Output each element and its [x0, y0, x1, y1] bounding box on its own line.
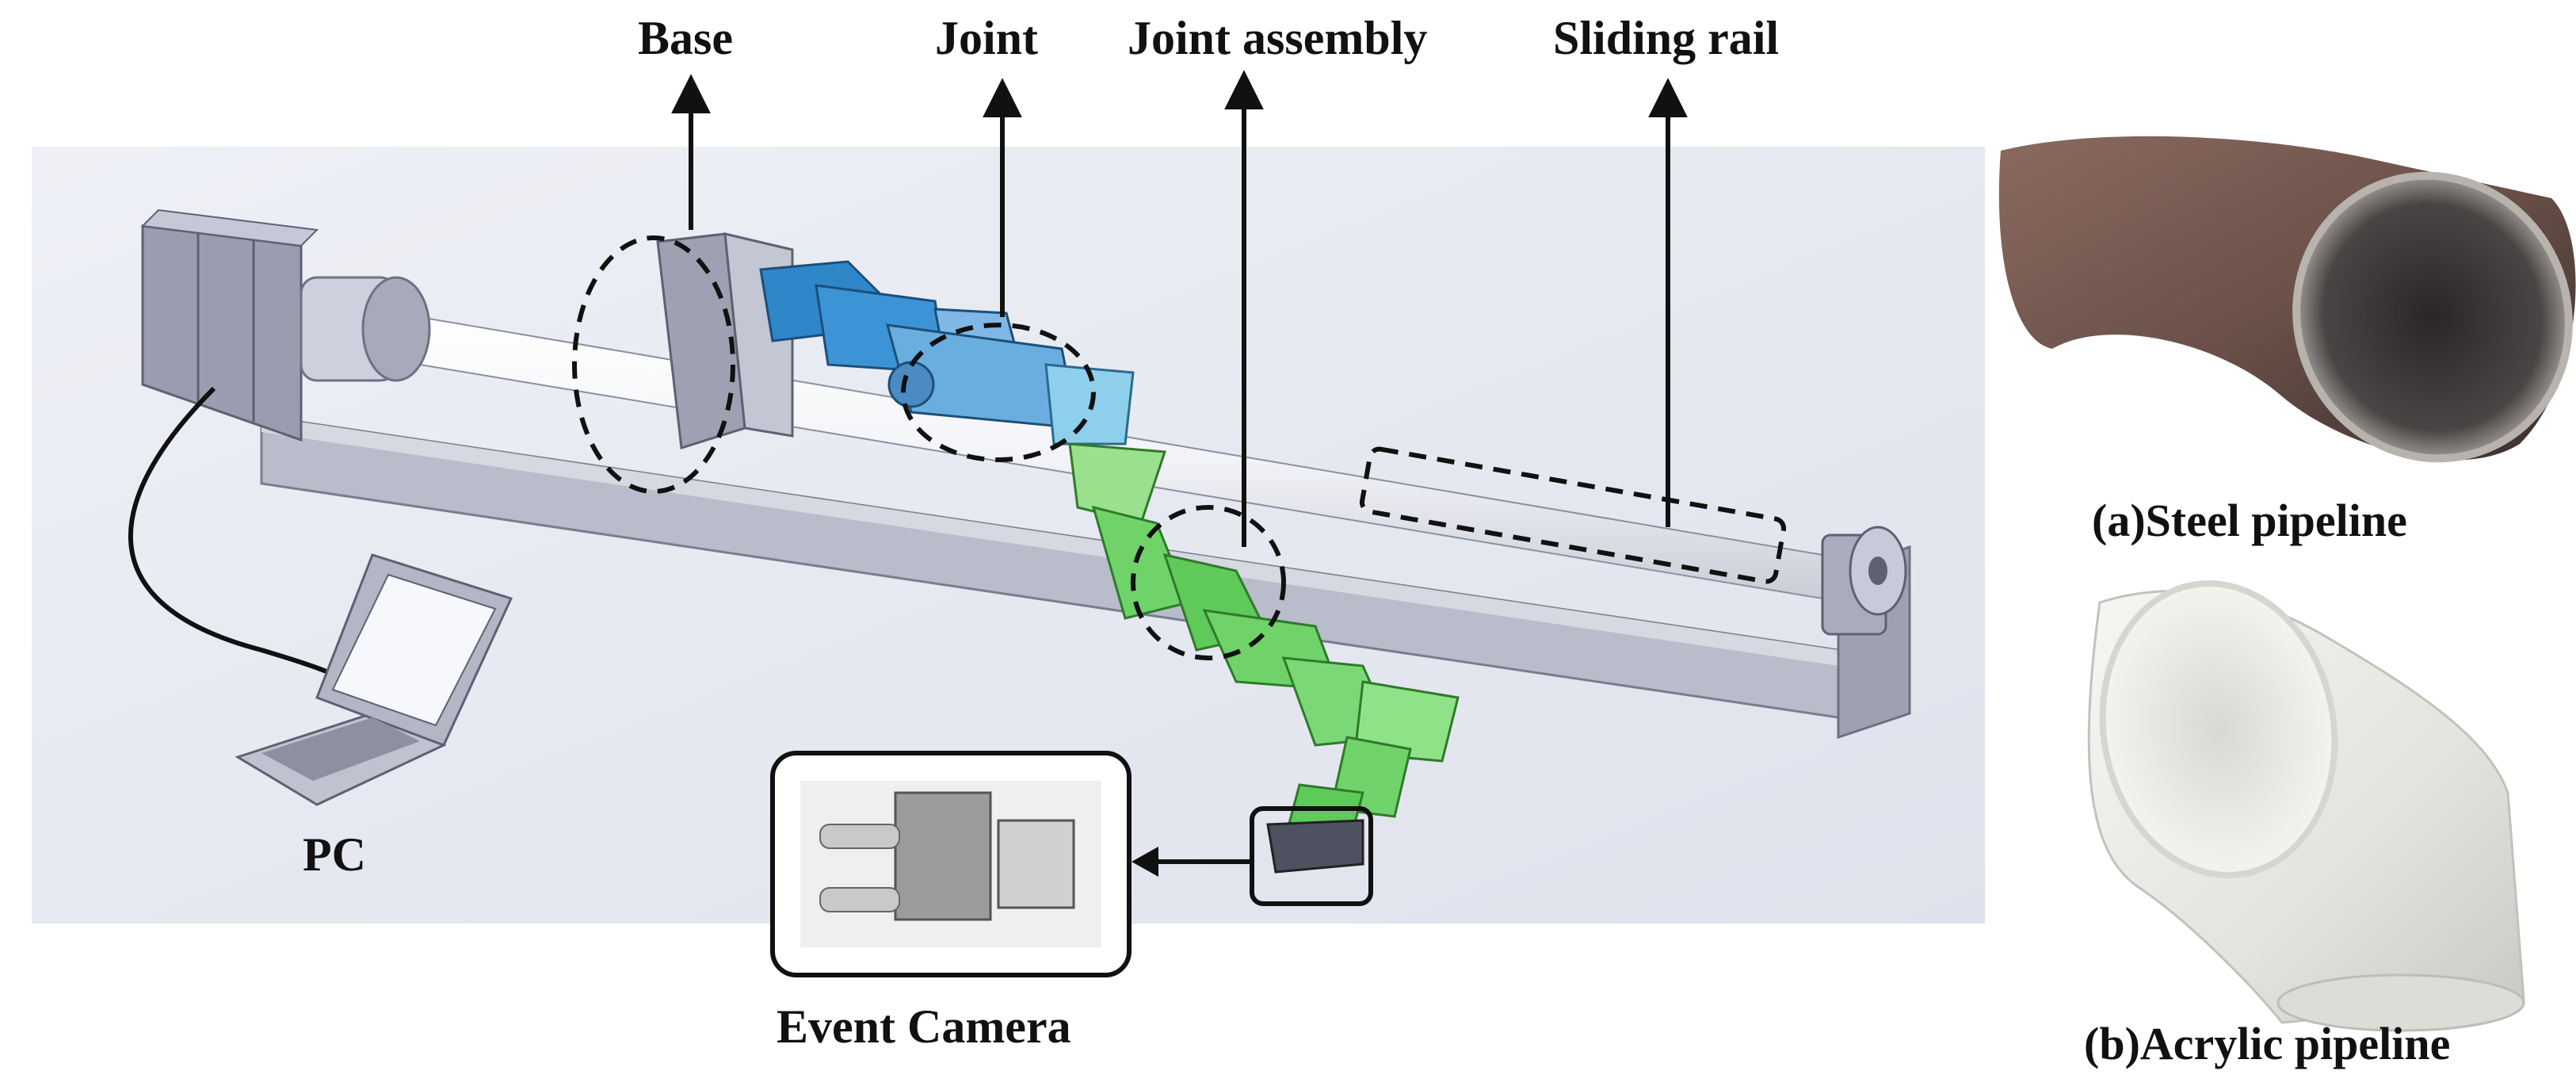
robot-segments-blue: [759, 260, 1135, 446]
label-sliding-rail: Sliding rail: [1553, 12, 1780, 64]
motor-unit: [140, 208, 431, 442]
joint-assembly-callout: [1131, 505, 1286, 660]
steel-pipeline-photo: [1998, 136, 2576, 463]
caption-steel-pipeline: (a)Steel pipeline: [2092, 495, 2407, 546]
robot-segments-green: [1068, 442, 1460, 874]
rail-end-bracket: [1821, 526, 1907, 636]
label-event-camera: Event Camera: [777, 1000, 1071, 1053]
event-camera-inset: [770, 751, 1373, 977]
label-base: Base: [638, 12, 733, 64]
caption-acrylic-pipeline: (b)Acrylic pipeline: [2084, 1018, 2451, 1069]
joint-callout: [901, 323, 1096, 462]
pc-laptop: [128, 386, 513, 806]
label-joint-assembly: Joint assembly: [1128, 12, 1428, 64]
robot-base: [656, 232, 794, 449]
label-joint: Joint: [935, 12, 1039, 64]
sliding-rail-callout: [1359, 446, 1787, 584]
label-arrows: [671, 70, 1688, 547]
base-callout: [572, 235, 735, 494]
label-pc: PC: [303, 828, 366, 881]
acrylic-pipeline-photo: [2087, 580, 2525, 1032]
